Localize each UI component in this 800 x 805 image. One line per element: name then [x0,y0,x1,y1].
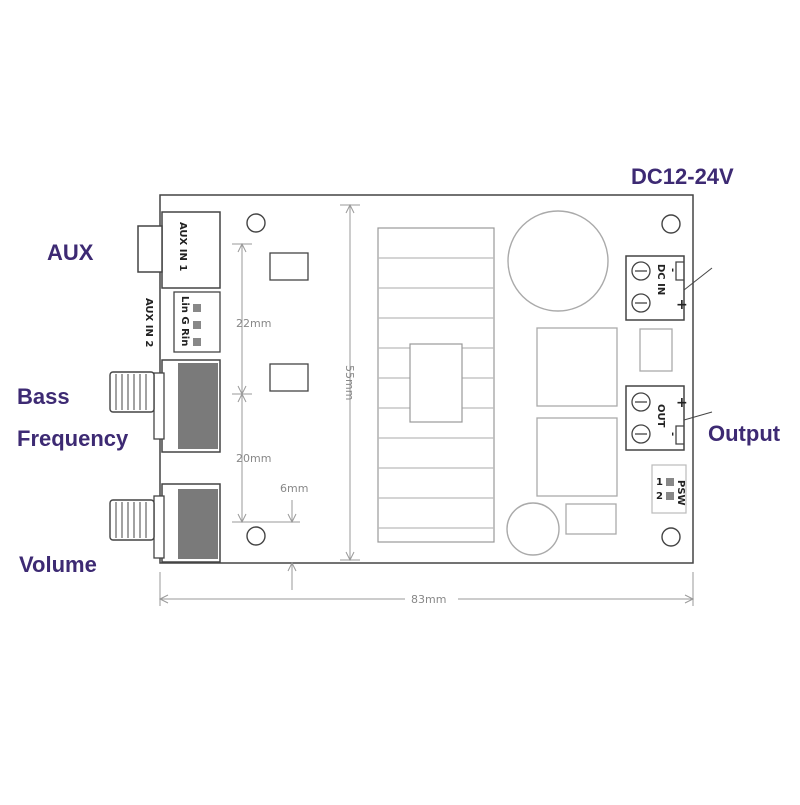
mounting-hole-top-right [661,214,681,234]
left-dimension-lines [232,242,300,590]
width-dimension-line [158,572,695,606]
aux-label: AUX [47,240,94,265]
dimension-hole-offset: 6mm [280,482,308,495]
dimension-height: 55mm [343,365,356,400]
psw-label: PSW [675,480,686,506]
inductor-lower [536,417,618,497]
dimension-width: 83mm [411,593,446,606]
bass-label-line1: Bass [17,384,70,409]
aux-in-1-label: AUX IN 1 [177,222,188,271]
out-label: OUT [655,404,666,428]
resistor-lower [269,363,309,392]
volume-knob [109,483,221,563]
out-leader [683,411,713,421]
chip-right [639,328,673,372]
chip-bottom [565,503,617,535]
switch-2-label: 2 [656,491,663,502]
bass-label-line2: Frequency [17,426,129,451]
out-plus: + [676,395,688,411]
height-dimension-line [340,203,360,562]
capacitor-large [507,210,609,312]
aux-in-2-label: AUX IN 2 [143,298,154,347]
dc-in-minus: - [667,268,678,272]
dimension-lower-spacing: 20mm [236,452,271,465]
resistor-upper [269,252,309,281]
mounting-hole-bottom-right [661,527,681,547]
heatsink [377,227,495,543]
dc-in-plus: + [676,297,688,313]
dc-in-terminal: DC IN - + [625,255,688,321]
pin-header-label: Lin G Rin [179,296,190,346]
bass-knob [109,359,221,453]
psw-switch: 1 2 PSW [651,464,687,514]
mounting-hole-bottom-left [246,526,266,546]
mounting-hole-top-left [246,213,266,233]
capacitor-small [506,502,560,556]
dc-in-leader [683,267,713,291]
aux-jack: AUX IN 1 [137,211,221,289]
inductor-upper [536,327,618,407]
out-minus: - [667,432,678,436]
dc-input-label: DC12-24V [631,164,734,189]
output-label: Output [708,421,781,446]
aux-in-2-header: Lin G Rin AUX IN 2 [143,291,221,353]
out-terminal: OUT + - [625,385,688,451]
dimension-upper-spacing: 22mm [236,317,271,330]
dc-in-label: DC IN [655,264,666,295]
volume-label: Volume [19,552,97,577]
switch-1-label: 1 [656,477,663,488]
